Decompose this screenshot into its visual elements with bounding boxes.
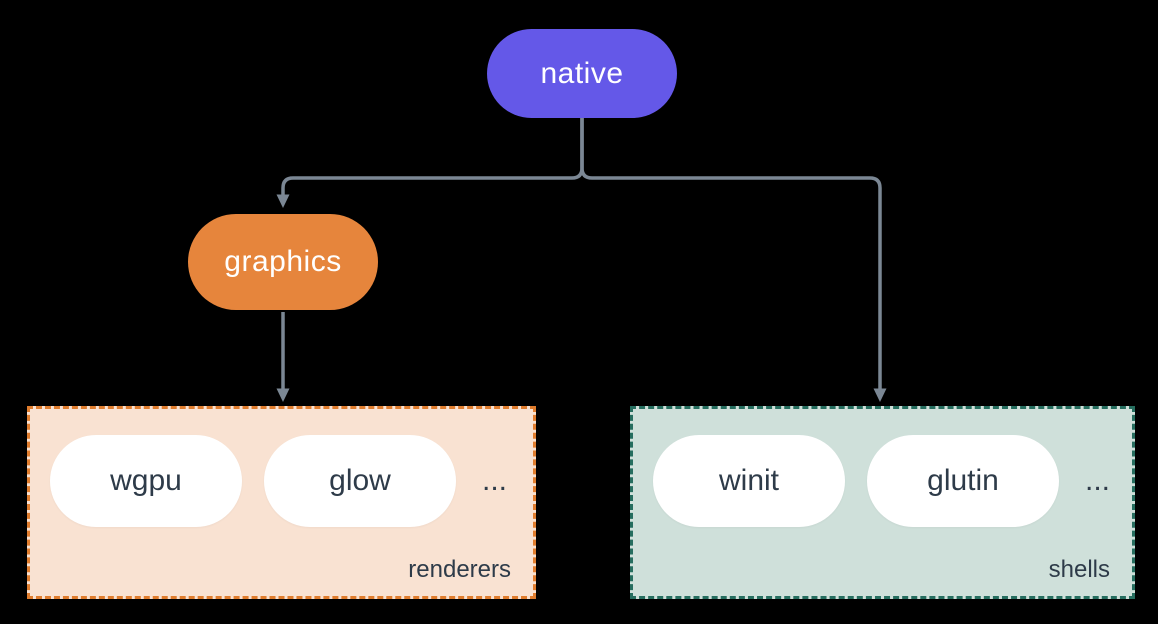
crate-pill-wgpu: wgpu	[50, 435, 242, 527]
crate-pill-wgpu-label: wgpu	[110, 464, 182, 497]
crate-pill-glow-label: glow	[329, 464, 391, 497]
graphics-node: graphics	[188, 214, 378, 310]
graphics-node-label: graphics	[224, 245, 342, 278]
shells-pill-row: winit glutin ...	[653, 435, 1110, 527]
edge-native-shells	[580, 118, 882, 390]
crate-pill-winit: winit	[653, 435, 845, 527]
shells-group-label: shells	[1048, 556, 1110, 583]
edge-native-graphics	[281, 118, 584, 196]
renderers-group-box: wgpu glow ... renderers	[27, 406, 536, 599]
native-node: native	[487, 29, 677, 118]
arrowhead-renderers	[276, 388, 290, 402]
crate-pill-winit-label: winit	[718, 464, 779, 497]
renderers-group-label: renderers	[408, 556, 511, 583]
renderers-pill-row: wgpu glow ...	[50, 435, 507, 527]
native-node-label: native	[540, 56, 624, 90]
arrowhead-graphics	[276, 194, 290, 208]
crate-pill-glow: glow	[264, 435, 456, 527]
renderers-ellipsis: ...	[482, 464, 508, 497]
crate-pill-glutin: glutin	[867, 435, 1059, 527]
crate-pill-glutin-label: glutin	[927, 464, 999, 497]
shells-group-box: winit glutin ... shells	[630, 406, 1135, 599]
arrowhead-shells	[873, 388, 887, 402]
shells-ellipsis: ...	[1085, 464, 1111, 497]
